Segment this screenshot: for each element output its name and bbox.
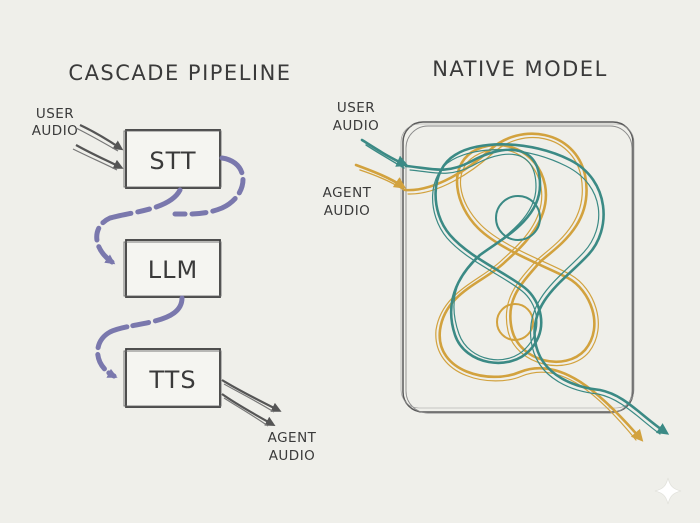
- tts-label: TTS: [148, 366, 196, 394]
- cascade-title: CASCADE PIPELINE: [68, 61, 291, 85]
- agent-audio-label-line2: AUDIO: [324, 203, 371, 219]
- llm-box: LLM: [123, 239, 222, 298]
- cascade-input-label-line1: USER: [36, 106, 74, 122]
- user-audio-input-arrows: [72, 124, 124, 171]
- llm-to-tts-arrow: [95, 295, 185, 379]
- agent-audio-label-line1: AGENT: [323, 185, 372, 201]
- agent-audio-stream: [354, 132, 644, 442]
- native-title: NATIVE MODEL: [432, 57, 608, 81]
- native-model-box: [400, 121, 635, 414]
- cascade-pipeline: CASCADE PIPELINE USER AUDIO STT LLM TTS: [32, 61, 317, 464]
- stt-to-llm-arrows: [94, 155, 246, 265]
- cascade-output-label-line2: AUDIO: [269, 448, 316, 464]
- agent-audio-output-arrows: [221, 379, 282, 427]
- sparkle-icon: [654, 477, 682, 505]
- stt-label: STT: [149, 147, 196, 175]
- stt-box: STT: [123, 129, 222, 189]
- user-audio-stream: [360, 138, 670, 435]
- native-model: NATIVE MODEL USER AUDIO AGENT AUDIO: [323, 57, 670, 442]
- tts-box: TTS: [123, 348, 222, 408]
- user-audio-label-line1: USER: [337, 100, 375, 116]
- cascade-output-label-line1: AGENT: [268, 430, 317, 446]
- user-audio-label-line2: AUDIO: [333, 118, 380, 134]
- cascade-input-label-line2: AUDIO: [32, 123, 79, 139]
- llm-label: LLM: [148, 256, 198, 284]
